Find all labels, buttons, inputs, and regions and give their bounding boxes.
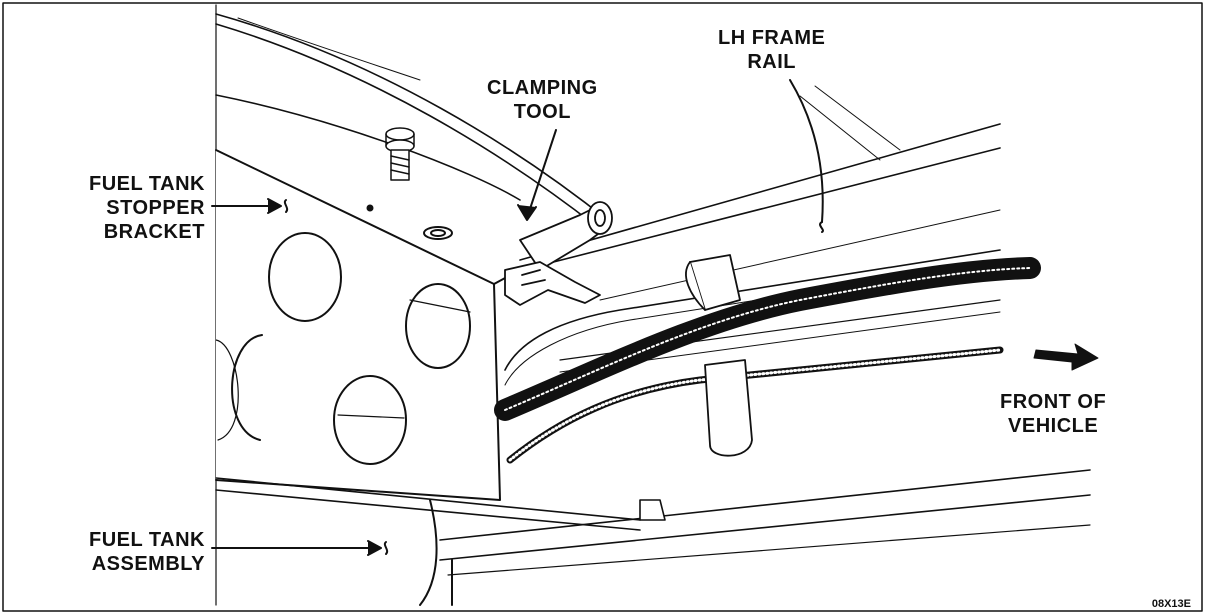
leader-lines	[211, 79, 824, 556]
label-stopper-bracket: FUEL TANK STOPPER BRACKET	[40, 172, 205, 244]
label-tank-assembly: FUEL TANK ASSEMBLY	[40, 528, 205, 576]
stopper-bracket-plate	[215, 149, 521, 501]
label-lh-frame-rail: LH FRAME RAIL	[718, 26, 825, 74]
label-stopper-bracket-line3: BRACKET	[103, 221, 205, 243]
label-front-of-vehicle-line1: FRONT OF	[1000, 391, 1107, 413]
label-tank-assembly-line1: FUEL TANK	[89, 529, 205, 551]
wiring-harness	[494, 257, 1041, 464]
front-direction-arrow	[1033, 343, 1099, 371]
clamping-tool	[504, 201, 613, 306]
label-front-of-vehicle: FRONT OF VEHICLE	[1000, 390, 1106, 438]
harness-clips	[685, 254, 753, 457]
label-clamping-tool: CLAMPING TOOL	[487, 76, 598, 124]
label-front-of-vehicle-line2: VEHICLE	[1008, 415, 1099, 437]
label-tank-assembly-line2: ASSEMBLY	[91, 553, 205, 575]
label-lh-frame-rail-line2: RAIL	[747, 51, 796, 73]
mounting-stud	[385, 127, 415, 181]
fuel-tank-lower	[215, 469, 1091, 606]
leader-frame-rail	[789, 79, 824, 223]
label-clamping-tool-line2: TOOL	[513, 101, 571, 123]
label-lh-frame-rail-line1: LH FRAME	[718, 27, 826, 49]
label-stopper-bracket-line1: FUEL TANK	[89, 173, 205, 195]
label-clamping-tool-line1: CLAMPING	[487, 77, 598, 99]
leader-clamping-tool	[527, 129, 557, 216]
figure-code: 08X13E	[1151, 598, 1191, 610]
label-stopper-bracket-line2: STOPPER	[106, 197, 205, 219]
